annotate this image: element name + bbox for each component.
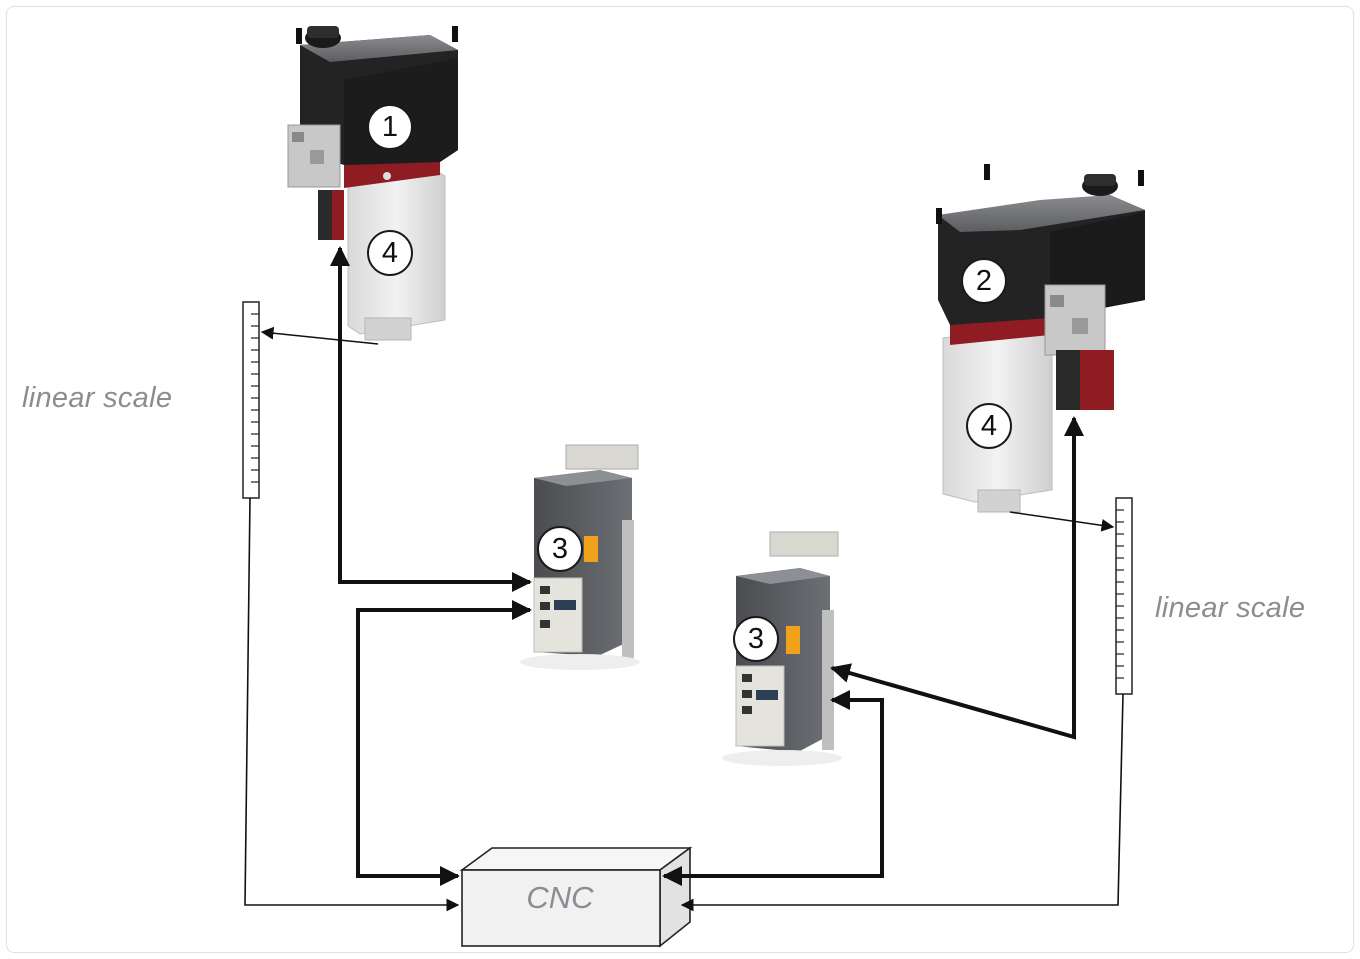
linear-scale-label-left: linear scale (22, 382, 173, 414)
motor-unit-left (287, 26, 458, 341)
linear-scale-right (1115, 497, 1133, 695)
connection-lines (244, 246, 1124, 912)
link-drive-left-to-motor-left (330, 246, 532, 592)
badge-motor-right: 2 (961, 258, 1007, 304)
servo-drive-left (520, 444, 640, 670)
link-cnc-to-drive-left (356, 600, 532, 886)
badge-drive-left: 3 (537, 526, 583, 572)
linear-scale-label-right: linear scale (1155, 592, 1306, 624)
badge-spindle-right: 4 (966, 403, 1012, 449)
cnc-label: CNC (526, 880, 594, 915)
link-scale-right-to-cnc (680, 693, 1124, 912)
badge-spindle-left: 4 (367, 230, 413, 276)
badge-motor-left: 1 (367, 104, 413, 150)
badge-drive-right: 3 (733, 616, 779, 662)
link-drive-right-to-motor-right (830, 416, 1084, 740)
link-spindle-right-to-scale (1009, 511, 1115, 532)
link-scale-left-to-cnc (244, 497, 460, 912)
link-cnc-to-drive-right (662, 690, 884, 886)
motor-unit-right (936, 164, 1145, 513)
linear-scale-left (242, 301, 260, 499)
link-spindle-left-to-scale (260, 326, 379, 345)
